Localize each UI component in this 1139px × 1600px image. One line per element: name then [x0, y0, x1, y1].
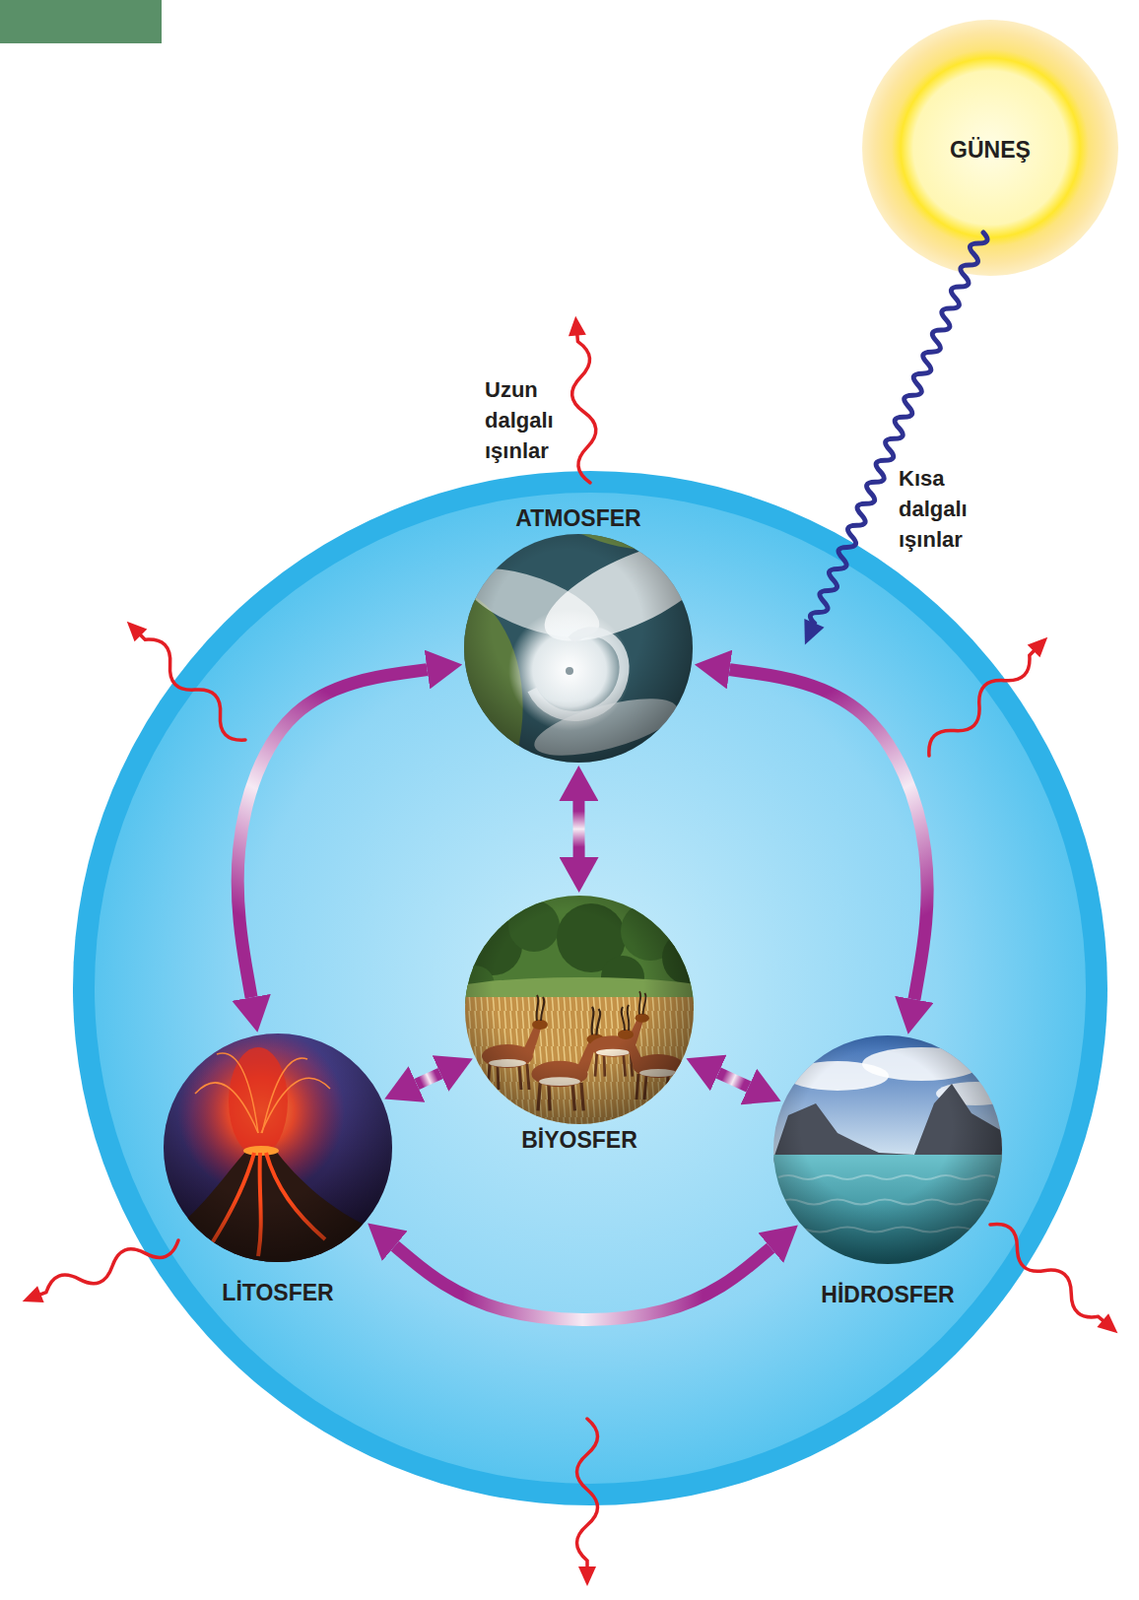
long-wave-arrow [577, 1418, 599, 1587]
sphere-frame [773, 1035, 1003, 1265]
long-wave-arrow [18, 1230, 183, 1312]
sphere-shade [773, 1035, 1003, 1265]
sphere-shade [163, 1033, 393, 1263]
sphere-frame [465, 895, 694, 1125]
radiation-label: Uzun dalgalı ışınlar [484, 374, 579, 467]
long-wave-arrow [983, 1216, 1125, 1341]
earth-ring [72, 470, 1108, 1506]
ocean [464, 534, 693, 763]
sphere-frame [163, 1033, 393, 1263]
lithosphere-picture [163, 1027, 393, 1263]
short-wave-line [806, 229, 991, 630]
atmosphere-picture [456, 521, 730, 768]
interaction-arrow [237, 670, 427, 999]
short-wave-arrow [795, 228, 994, 650]
long-wave-arrow [119, 613, 253, 747]
interaction-arrow [729, 670, 928, 1001]
sphere-label: ATMOSFER [464, 505, 693, 533]
sphere-node: HİDROSFER [773, 1035, 1003, 1309]
sphere-node: LİTOSFER [163, 1033, 393, 1307]
long-wave-arrow [565, 315, 602, 484]
short-wave-head [795, 618, 825, 650]
hydrosphere-picture [773, 1035, 1015, 1266]
interaction-arrow [718, 1072, 749, 1087]
sphere-frame [464, 534, 693, 763]
night-sky [163, 1033, 393, 1263]
label-wrap: ATMOSFER [464, 505, 693, 533]
corner-tab [0, 0, 162, 44]
sphere-shade [465, 895, 694, 1125]
sphere-label: BİYOSFER [465, 1127, 694, 1154]
label-wrap: BİYOSFER [465, 1127, 694, 1154]
label-wrap: LİTOSFER [163, 1279, 393, 1307]
sun-label: GÜNEŞ [949, 136, 1031, 164]
sphere-node: BİYOSFER [465, 895, 694, 1154]
sphere-node: ATMOSFER [464, 505, 693, 763]
sphere-label: HİDROSFER [773, 1281, 1003, 1309]
sun-disc [862, 19, 1119, 276]
earth-disc [94, 492, 1086, 1484]
biosphere-picture [443, 895, 720, 1126]
long-wave-arrows [18, 315, 1125, 1587]
connector-group [237, 670, 928, 1321]
sun-node: GÜNEŞ [867, 26, 1114, 273]
sphere-shade [464, 534, 693, 763]
label-wrap: HİDROSFER [773, 1281, 1003, 1309]
sphere-label: LİTOSFER [163, 1279, 393, 1307]
interaction-arrow [395, 1246, 772, 1321]
interaction-arrow [416, 1072, 441, 1084]
interaction-arrow [572, 801, 585, 858]
long-wave-arrow [922, 629, 1056, 763]
radiation-label: Kısa dalgalı ışınlar [898, 463, 993, 555]
